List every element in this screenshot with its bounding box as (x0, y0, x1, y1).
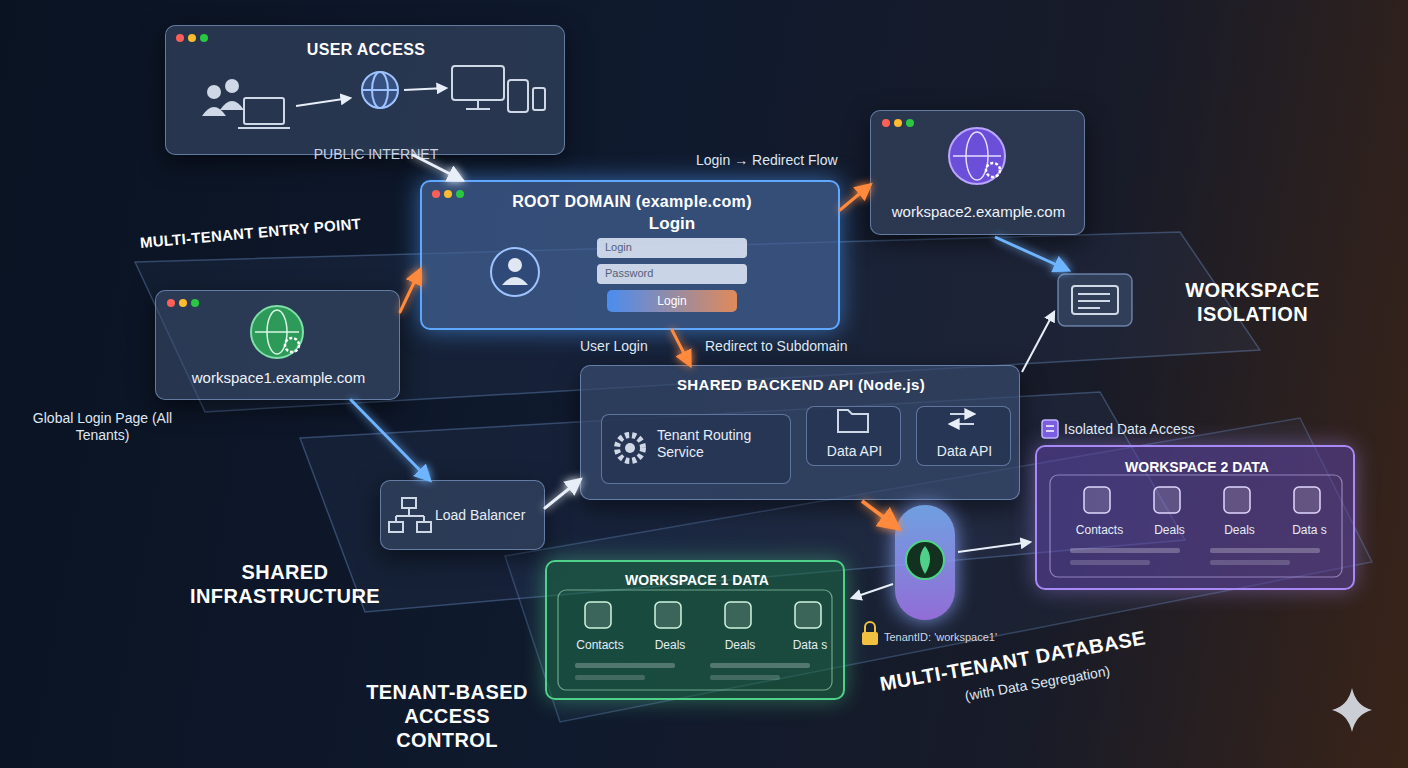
data-item: Contacts (1067, 523, 1132, 537)
service-name: Data API (807, 443, 902, 460)
laptop-icon (238, 98, 290, 128)
data-item: Deals (1137, 523, 1202, 537)
backend-panel: SHARED BACKEND API (Node.js) Tenant Routi… (580, 365, 1020, 500)
service-name: Tenant Routing Service (657, 427, 782, 461)
panel-title: WORKSPACE 1 DATA (547, 572, 847, 589)
domain-name: workspace1.example.com (156, 369, 401, 387)
data-item: Deals (639, 638, 701, 652)
flow-arrow (400, 270, 420, 312)
input-field: Login (597, 238, 747, 258)
flow-label: Redirect to Subdomain (705, 338, 885, 355)
database-cylinder (895, 505, 955, 620)
service-name: Data API (917, 443, 1012, 460)
panel-title: USER ACCESS (166, 40, 566, 59)
flow-arrow-decor (862, 501, 898, 528)
domain-name: workspace2.example.com (871, 203, 1086, 221)
flow-arrow-icon (296, 98, 350, 106)
load-balancer-icon (389, 498, 431, 532)
avatar-icon (491, 248, 539, 296)
data-item: Data s (1277, 523, 1342, 537)
service-name: Load Balancer (435, 507, 543, 524)
field-placeholder: Password (605, 267, 739, 280)
flow-arrow-decor (958, 542, 1030, 552)
layer-label: SHARED INFRASTRUCTURE (185, 560, 385, 608)
workspace-data-panel: WORKSPACE 2 DATA Contacts Deals Deals Data s (1035, 445, 1355, 590)
isolated-access-icon (1042, 420, 1058, 438)
input-field: Password (597, 264, 747, 284)
panel-caption: PUBLIC INTERNET (276, 146, 476, 163)
workspace1-globe (251, 306, 303, 358)
flow-arrow-icon (404, 88, 446, 90)
flow-arrow (840, 185, 870, 210)
layer-label: TENANT-BASED ACCESS CONTROL (352, 680, 542, 752)
flow-arrow (545, 480, 580, 508)
edge-label: User Login (580, 338, 668, 355)
data-items-ws2 (1050, 475, 1342, 577)
flow-arrow (413, 155, 462, 180)
flow-arrow (351, 400, 430, 480)
data-item: Deals (709, 638, 771, 652)
data-item: Deals (1207, 523, 1272, 537)
note-text: Global Login Page (All Tenants) (25, 410, 180, 444)
panel-title: ROOT DOMAIN (example.com) (442, 192, 822, 211)
flow-arrow-decor (995, 237, 1068, 270)
layer-label: WORKSPACE ISOLATION (1165, 278, 1340, 326)
lock-icon (862, 622, 878, 645)
panel-title: SHARED BACKEND API (Node.js) (581, 376, 1021, 394)
gear-icon (617, 435, 643, 461)
edge-label: Login → Redirect Flow (696, 152, 871, 169)
button-text: Login (607, 294, 737, 308)
devices-icon (452, 66, 545, 112)
form-heading: Login (612, 214, 732, 234)
login-button: Login (607, 290, 737, 312)
data-items-ws1 (558, 590, 832, 690)
details-icon-box (1058, 274, 1132, 326)
swap-arrows-icon (950, 414, 974, 424)
folder-icon (838, 410, 868, 432)
window-dots (167, 34, 914, 307)
data-item: Contacts (569, 638, 631, 652)
panel-title: WORKSPACE 2 DATA (1037, 459, 1357, 476)
flow-label: Isolated Data Access (1064, 421, 1224, 438)
workspace2-globe (949, 128, 1005, 184)
field-placeholder: Login (605, 241, 739, 254)
flow-arrow-decor (1022, 312, 1054, 372)
sparkle-mark (1332, 688, 1372, 732)
tenant-id-tag: TenantID: 'workspace1' (884, 631, 1014, 644)
layer-label: MULTI-TENANT ENTRY POINT (139, 210, 420, 252)
flow-arrow (672, 330, 690, 365)
spacer (0, 0, 455, 515)
users-icon (202, 79, 244, 116)
root-domain-panel: ROOT DOMAIN (example.com)LoginLoginPassw… (420, 180, 840, 330)
flow-arrow-decor (852, 584, 893, 598)
globe-icon (362, 72, 398, 108)
